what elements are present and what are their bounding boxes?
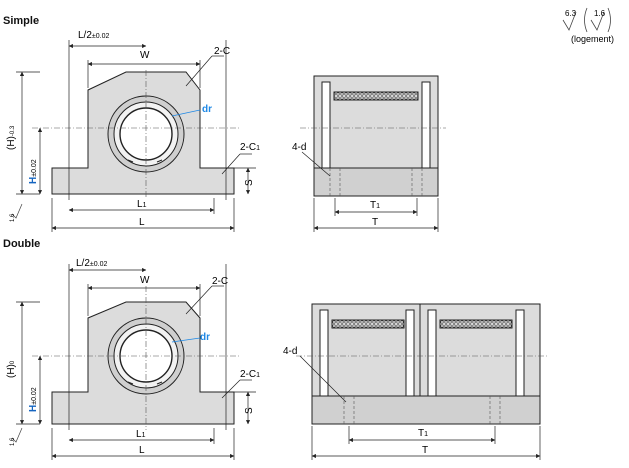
label-length-1: L1: [137, 199, 147, 210]
label-length: L: [139, 445, 145, 456]
label-s: S: [244, 407, 255, 414]
label-4d: 4-d: [292, 142, 306, 153]
roughness-paren-right: [607, 7, 611, 33]
label-t: T: [422, 445, 428, 456]
ball-row-right: [439, 319, 513, 329]
simple-side-dimensions: [301, 151, 439, 232]
leader-chamfer: [185, 55, 213, 87]
label-half-length: L/2±0.02: [76, 258, 107, 269]
label-center-height: H±0.02: [28, 159, 39, 184]
surface-roughness-block: 6.3 1.6 (logement): [562, 7, 614, 44]
label-chamfer: 2-C: [214, 46, 230, 57]
ring-groove: [405, 309, 415, 397]
roughness-symbol-icon: [11, 427, 23, 443]
double-side-dimensions: [299, 355, 541, 460]
leader-4d: [299, 355, 347, 403]
label-chamfer-1: 2-C1: [240, 142, 260, 153]
roughness-value-a: 6.3: [565, 9, 577, 18]
leader-chamfer: [185, 285, 213, 315]
label-base-roughness: 1.6: [10, 437, 16, 446]
roughness-value-b: 1.6: [594, 9, 606, 18]
label-s: S: [244, 179, 255, 186]
ball-row: [333, 91, 419, 101]
double-center-lines: [32, 286, 240, 430]
roughness-note: (logement): [571, 34, 614, 44]
simple-front-labels: L/2±0.02 W 2-C dr (H)-0.3 H±0.02 2-C1 S …: [6, 30, 260, 228]
label-length: L: [139, 217, 145, 228]
ring-groove: [515, 309, 525, 397]
label-width: W: [140, 50, 150, 61]
double-side-labels: 4-d T1 T: [283, 346, 428, 456]
leader-dr: [171, 109, 201, 117]
label-chamfer: 2-C: [212, 276, 228, 287]
label-4d: 4-d: [283, 346, 297, 357]
label-center-height: H±0.02: [28, 387, 39, 412]
label-dr: dr: [202, 104, 212, 115]
section-title-simple: Simple: [3, 15, 40, 27]
double-front-view: [51, 301, 235, 425]
simple-front-dimensions: [11, 40, 256, 232]
leader-chamfer-1: [221, 379, 241, 399]
label-dr: dr: [200, 332, 210, 343]
ring-groove: [427, 309, 437, 397]
label-base-roughness: 1.6: [10, 213, 16, 222]
label-chamfer-1: 2-C1: [240, 369, 260, 380]
ring-groove-left: [321, 81, 331, 169]
simple-side-view: [313, 75, 439, 197]
retaining-ring: [127, 159, 163, 163]
side-base: [313, 167, 439, 197]
roughness-paren-left: [584, 7, 588, 33]
double-front-dimensions: [11, 264, 256, 460]
label-length-1: L1: [136, 429, 146, 440]
leader-chamfer-1: [221, 153, 241, 175]
section-title-double: Double: [3, 238, 41, 250]
label-t1: T1: [418, 428, 428, 439]
simple-center-lines: [32, 70, 240, 198]
simple-side-labels: 4-d T1 T: [292, 142, 380, 228]
ball-row-left: [331, 319, 405, 329]
double-side-view: [311, 303, 541, 425]
label-t: T: [372, 217, 378, 228]
label-half-length: L/2±0.02: [78, 30, 109, 41]
label-overall-height: (H)0: [6, 360, 17, 378]
label-overall-height: (H)-0.3: [6, 125, 17, 150]
ring-groove: [319, 309, 329, 397]
double-front-labels: L/2±0.02 W 2-C dr (H)0 H±0.02 2-C1 S L1 …: [6, 258, 260, 456]
simple-front-view: [51, 71, 235, 195]
label-width: W: [140, 275, 150, 286]
side-base: [311, 395, 541, 425]
roughness-symbol-icon: [11, 203, 23, 219]
roughness-symbol-icon: [562, 11, 577, 31]
leader-dr: [171, 337, 201, 343]
label-t1: T1: [370, 200, 380, 211]
ring-groove-right: [421, 81, 431, 169]
retaining-ring: [127, 381, 163, 385]
roughness-symbol-icon: [590, 11, 605, 31]
leader-4d: [301, 151, 331, 177]
